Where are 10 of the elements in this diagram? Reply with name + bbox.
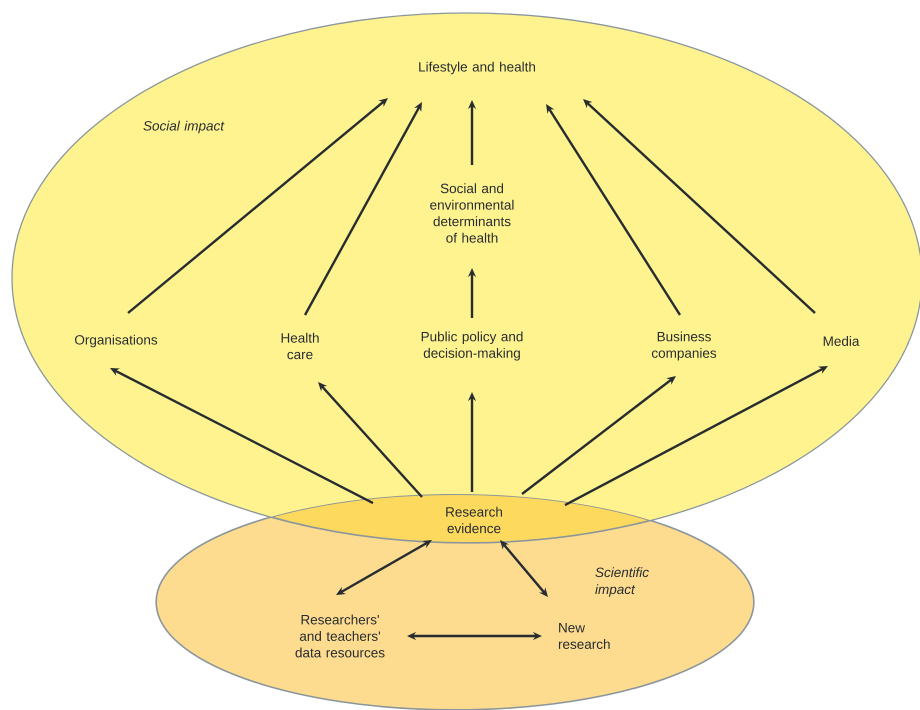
node-label: Researchers' and teachers' data resources bbox=[296, 614, 385, 658]
node-label: New research bbox=[558, 623, 610, 649]
node-label: Organisations bbox=[75, 334, 158, 348]
node-label: Media bbox=[824, 336, 860, 346]
node-label: Lifestyle and health bbox=[419, 62, 536, 74]
node-label: Public policy and decision-making bbox=[422, 331, 522, 361]
node-label: Social and environmental determinants of health bbox=[430, 183, 514, 243]
node-label: Research evidence bbox=[446, 506, 502, 534]
node-label: Business companies bbox=[652, 331, 716, 361]
node-label: Health care bbox=[282, 332, 319, 360]
